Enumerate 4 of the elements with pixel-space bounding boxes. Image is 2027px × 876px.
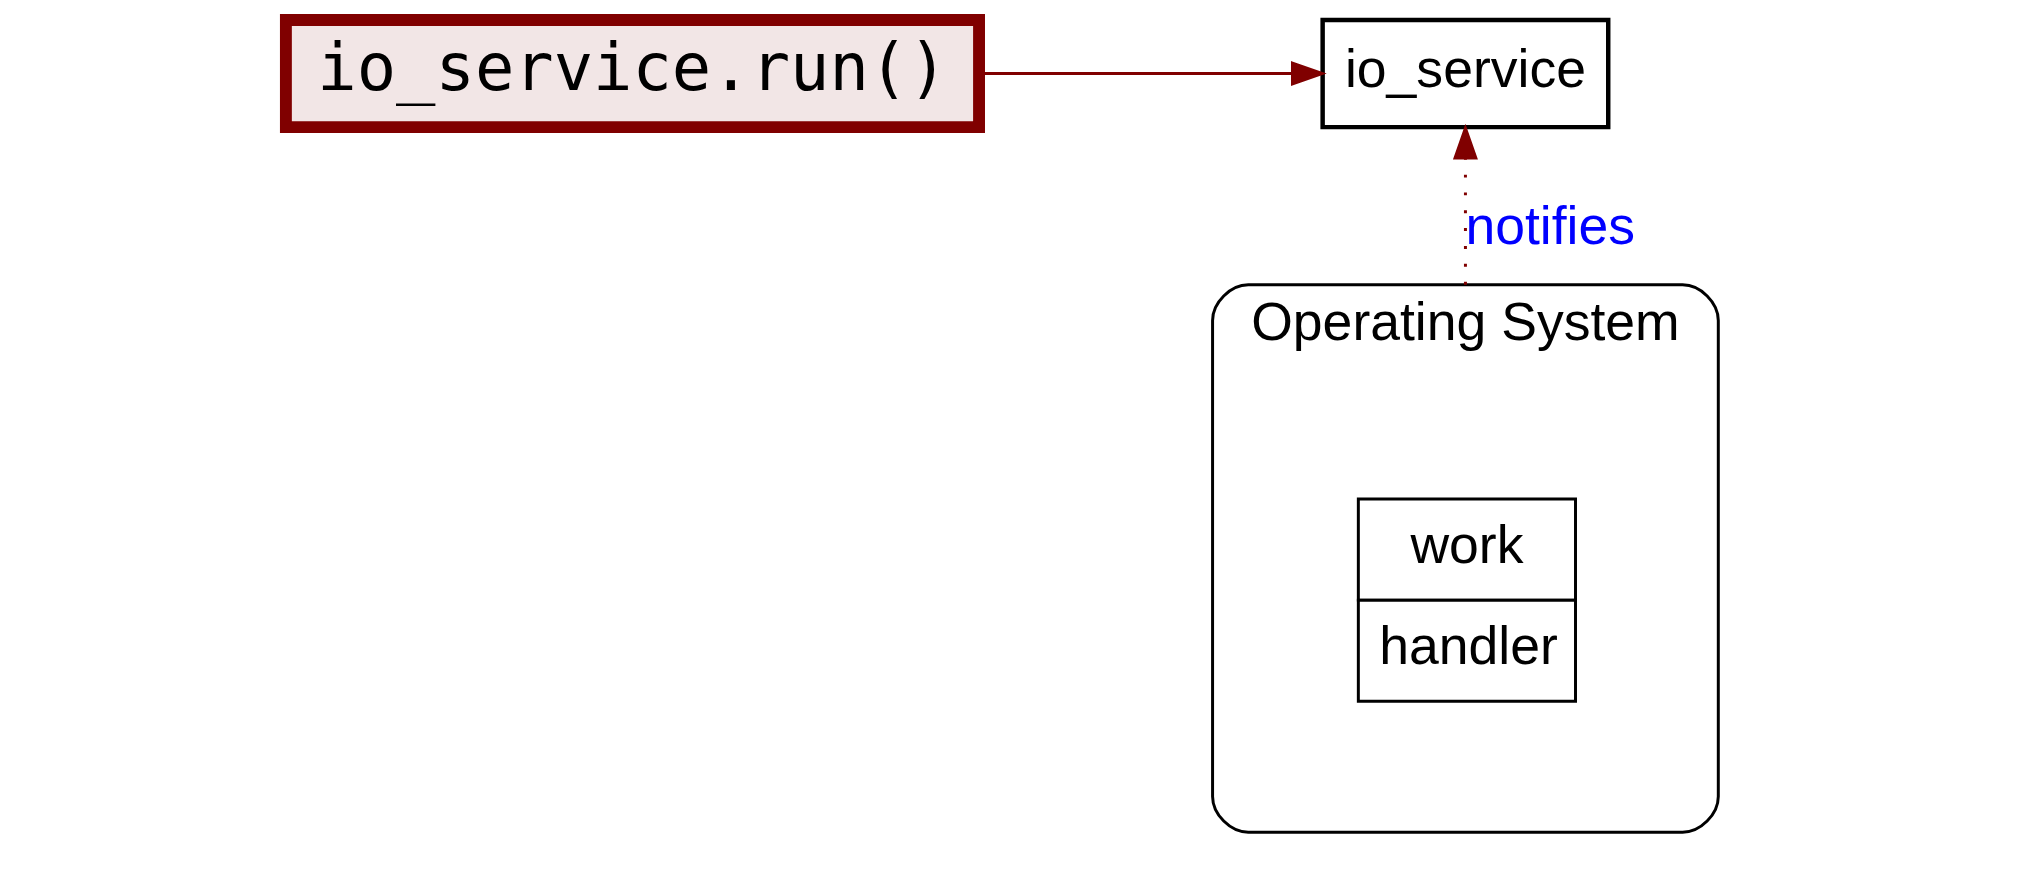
- node-box: io_service: [1319, 17, 1610, 130]
- edge-label: notifies: [1464, 196, 1635, 256]
- arrow: [1452, 123, 1478, 285]
- node-box: io_service.run(): [279, 14, 985, 134]
